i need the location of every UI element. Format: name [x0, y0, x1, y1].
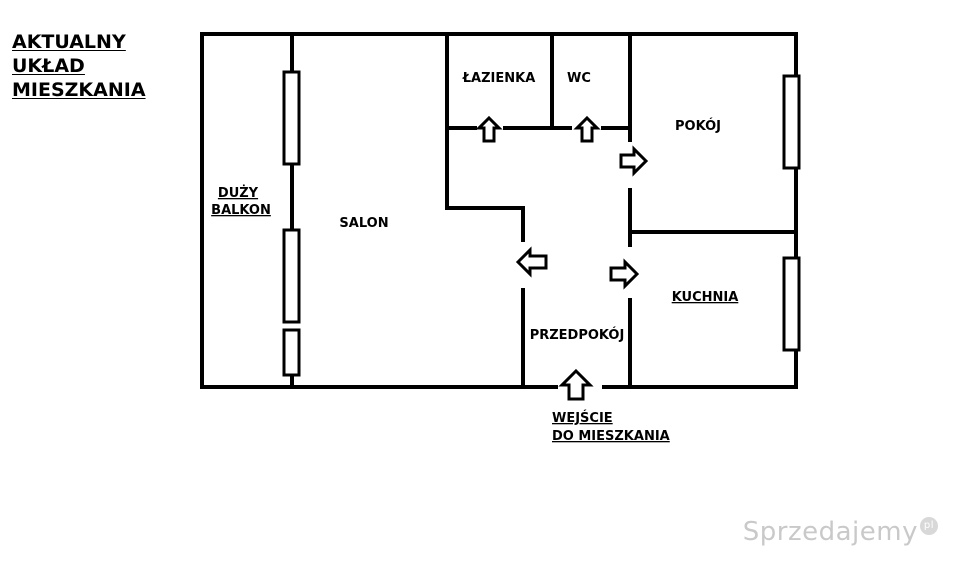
arrow-right-icon — [609, 258, 640, 290]
outer-wall — [200, 32, 798, 389]
window — [282, 228, 301, 324]
arrow-left-icon — [515, 246, 548, 278]
balcony-label-line-2: BALKON — [211, 203, 271, 218]
title-line-1: AKTUALNY — [12, 31, 126, 53]
window — [282, 70, 301, 166]
entrance-label-line-2: DO MIESZKANIA — [552, 429, 670, 444]
wc-label: WC — [567, 71, 591, 86]
balcony-label-line-1: DUŻY — [218, 185, 259, 201]
title-line-2: UKŁAD — [12, 55, 85, 77]
window — [782, 74, 801, 170]
window — [282, 328, 301, 377]
plan-title: AKTUALNY UKŁAD MIESZKANIA — [12, 30, 146, 102]
watermark-badge: pl — [920, 517, 938, 535]
watermark-text: Sprzedajemy — [742, 517, 918, 547]
arrow-right-icon — [619, 145, 649, 177]
salon-label: SALON — [339, 216, 388, 231]
bathroom-label: ŁAZIENKA — [462, 71, 536, 86]
kitchen-label: KUCHNIA — [672, 290, 739, 305]
title-line-3: MIESZKANIA — [12, 79, 146, 101]
room-label: POKÓJ — [675, 118, 721, 134]
arrow-up-icon — [558, 368, 594, 401]
arrow-up-icon — [573, 115, 601, 143]
arrow-up-icon — [475, 115, 503, 143]
entrance-label-line-1: WEJŚCIE — [552, 410, 613, 426]
hallway-label: PRZEDPOKÓJ — [530, 327, 625, 343]
window — [782, 256, 801, 352]
